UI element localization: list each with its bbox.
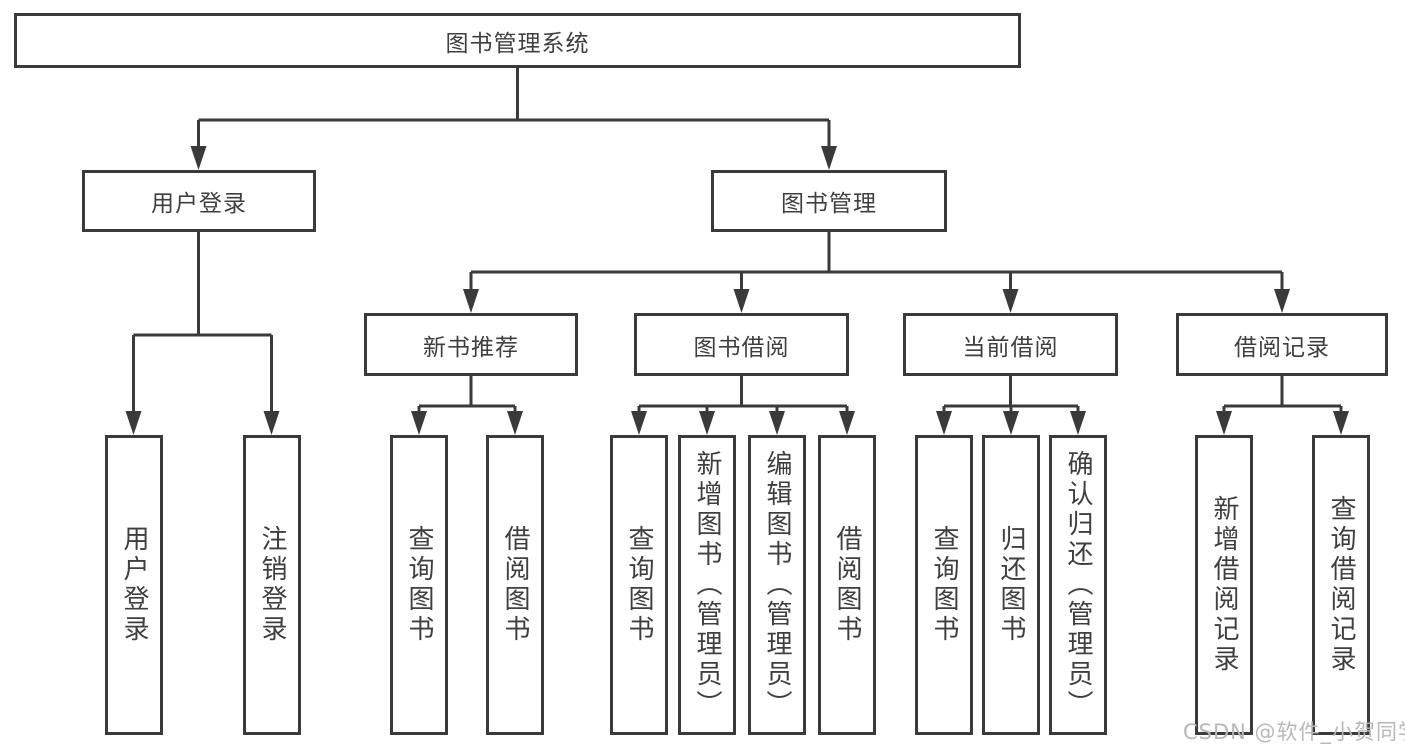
- node-user-login: 用户登录: [82, 170, 316, 232]
- leaf-query-book-current: 查询图书: [915, 435, 973, 735]
- arrowheads: [125, 146, 1349, 435]
- leaf-edit-book-admin: 编辑图书（管理员）: [748, 435, 806, 735]
- leaf-edit-book-admin-label: 编辑图书（管理员）: [762, 450, 792, 720]
- leaf-add-book-admin: 新增图书（管理员）: [678, 435, 736, 735]
- leaf-borrow-book-recommend: 借阅图书: [486, 435, 544, 735]
- leaf-confirm-return-admin: 确认归还（管理员）: [1049, 435, 1107, 735]
- leaf-return-book-label: 归还图书: [996, 525, 1026, 645]
- node-current-borrow: 当前借阅: [903, 313, 1118, 376]
- node-book-management: 图书管理: [711, 170, 947, 232]
- leaf-add-book-admin-label: 新增图书（管理员）: [692, 450, 722, 720]
- node-user-login-label: 用户登录: [151, 191, 247, 217]
- leaf-logout: 注销登录: [243, 435, 301, 735]
- leaf-logout-label: 注销登录: [257, 525, 287, 645]
- leaf-user-login: 用户登录: [105, 435, 163, 735]
- leaf-query-book-borrow-label: 查询图书: [624, 525, 654, 645]
- leaf-add-borrow-record-label: 新增借阅记录: [1209, 495, 1239, 675]
- node-book-borrow-label: 图书借阅: [693, 334, 790, 361]
- node-root: 图书管理系统: [14, 13, 1021, 68]
- leaf-user-login-label: 用户登录: [119, 525, 149, 645]
- node-current-borrow-label: 当前借阅: [962, 334, 1059, 361]
- node-root-label: 图书管理系统: [445, 30, 590, 57]
- node-borrow-record-label: 借阅记录: [1234, 334, 1330, 361]
- node-borrow-record: 借阅记录: [1176, 313, 1388, 376]
- node-new-book-recommend-label: 新书推荐: [423, 334, 519, 361]
- tree-edges: [132, 68, 1343, 415]
- leaf-query-book-current-label: 查询图书: [929, 525, 959, 645]
- leaf-query-borrow-record-label: 查询借阅记录: [1326, 495, 1356, 675]
- csdn-watermark: CSDN @软件_小贺同学: [1183, 720, 1405, 744]
- leaf-return-book: 归还图书: [982, 435, 1040, 735]
- leaf-query-book-borrow: 查询图书: [610, 435, 668, 735]
- leaf-query-book-recommend-label: 查询图书: [404, 525, 434, 645]
- node-book-borrow: 图书借阅: [634, 313, 849, 376]
- leaf-borrow-book: 借阅图书: [818, 435, 876, 735]
- node-book-management-label: 图书管理: [781, 191, 877, 217]
- leaf-confirm-return-admin-label: 确认归还（管理员）: [1063, 450, 1093, 720]
- leaf-query-borrow-record: 查询借阅记录: [1312, 435, 1370, 735]
- leaf-query-book-recommend: 查询图书: [390, 435, 448, 735]
- leaf-borrow-book-label: 借阅图书: [832, 525, 862, 645]
- leaf-add-borrow-record: 新增借阅记录: [1195, 435, 1253, 735]
- node-new-book-recommend: 新书推荐: [364, 313, 578, 376]
- leaf-borrow-book-recommend-label: 借阅图书: [500, 525, 530, 645]
